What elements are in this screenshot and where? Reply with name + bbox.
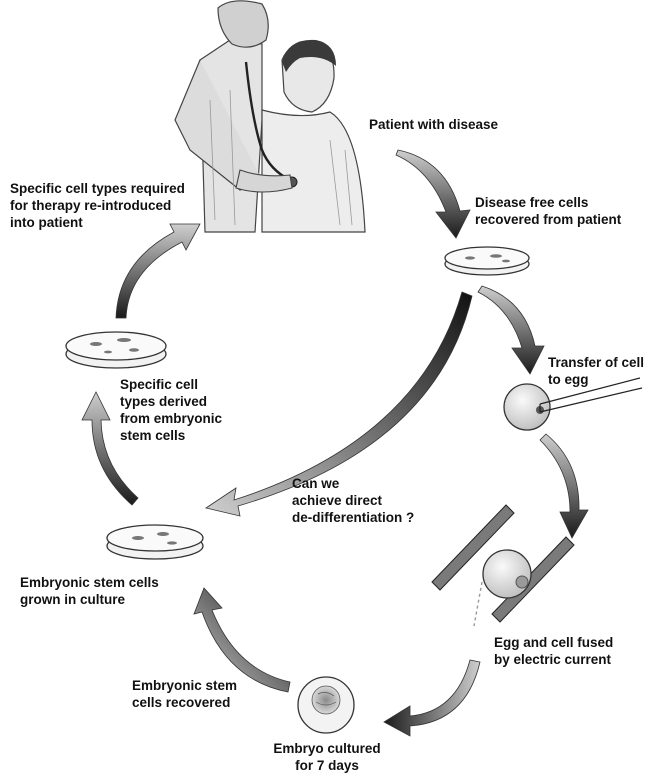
label-reintroduced: Specific cell types required for therapy… [10,180,185,231]
label-line: into patient [10,214,185,231]
petri-dish-derived [66,332,166,368]
label-line: Can we [292,475,414,492]
label-line: stem cells [120,427,222,444]
label-derived: Specific cell types derived from embryon… [120,376,222,444]
label-line: Disease free cells [475,194,621,211]
label-line: types derived [120,393,222,410]
petri-dish-recovered [445,247,529,275]
label-transfer: Transfer of cell to egg [548,354,644,388]
label-line: Embryonic stem [132,677,237,694]
arrow-derived-to-patient [116,224,200,318]
label-line: Specific cell types required [10,180,185,197]
arrow-fusion-to-embryo [384,660,480,736]
label-stem-recovered: Embryonic stem cells recovered [132,677,237,711]
label-line: cells recovered [132,694,237,711]
label-line: by electric current [494,651,613,668]
arrow-egg-to-fusion [540,434,588,538]
doctor-examining-patient-illustration [175,1,365,232]
label-line: for therapy re-introduced [10,197,185,214]
petri-dish-stem-culture [107,525,203,559]
arrow-patient-to-dish [396,150,470,238]
label-line: de-differentiation ? [292,509,414,526]
label-line: grown in culture [20,591,159,608]
label-line: to egg [548,371,644,388]
label-stem-culture: Embryonic stem cells grown in culture [20,574,159,608]
label-line: Specific cell [120,376,222,393]
label-patient-line: Patient with disease [369,116,498,133]
label-recovered: Disease free cells recovered from patien… [475,194,621,228]
label-line: Transfer of cell [548,354,644,371]
label-patient: Patient with disease [369,116,498,133]
label-cultured: Embryo cultured for 7 days [262,740,392,774]
label-line: recovered from patient [475,211,621,228]
label-line: Egg and cell fused [494,634,613,651]
label-fused: Egg and cell fused by electric current [494,634,613,668]
label-line: Embryonic stem cells [20,574,159,591]
label-direct-dedifferentiation: Can we achieve direct de-differentiation… [292,475,414,526]
label-line: for 7 days [262,757,392,774]
egg-cell-fusion-electrodes [432,505,574,626]
label-line: achieve direct [292,492,414,509]
embryo [298,677,354,733]
label-line: Embryo cultured [262,740,392,757]
label-line: from embryonic [120,410,222,427]
arrow-dish-to-egg [478,286,544,374]
